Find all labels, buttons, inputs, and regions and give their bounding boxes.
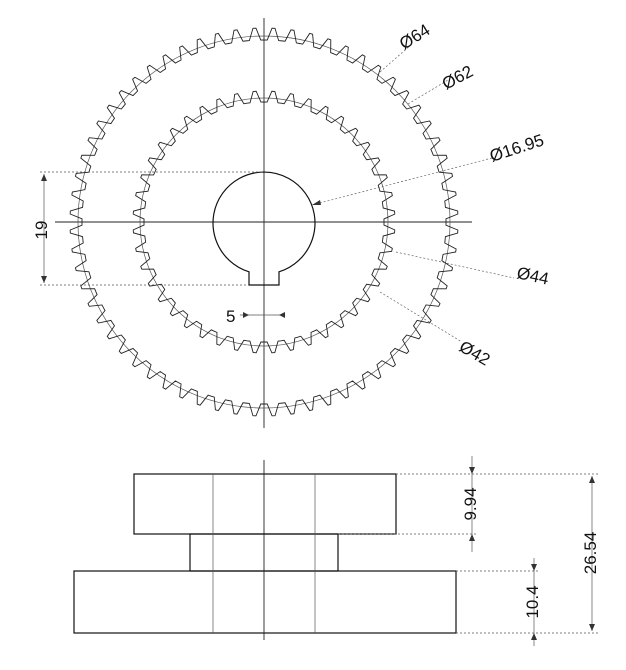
outer-gear-teeth — [69, 27, 459, 417]
dim-key-width: 5 — [226, 307, 235, 326]
key-height-dimension: 19 — [32, 171, 264, 286]
total-height-dimension: 26.54 — [581, 476, 600, 631]
small-gear-height-dimension: 9.94 — [461, 456, 480, 552]
small-gear-body — [133, 473, 397, 535]
front-view: 19 5 Ø64 Ø62 Ø16.95 Ø44 — [32, 18, 551, 428]
inner-root-diameter-callout: Ø42 — [379, 291, 493, 370]
inner-gear — [132, 90, 396, 354]
key-width-dimension: 5 — [226, 307, 285, 326]
dim-outer-root-diameter: Ø62 — [439, 62, 476, 94]
dim-large-gear-height: 10.4 — [523, 585, 542, 618]
dim-outer-tip-diameter: Ø64 — [396, 20, 433, 53]
outer-gear-root-circle — [77, 35, 451, 409]
outer-tip-diameter-callout: Ø64 — [379, 20, 433, 73]
large-gear-height-dimension: 10.4 — [523, 558, 542, 646]
dim-small-gear-height: 9.94 — [461, 487, 480, 520]
side-view: 9.94 10.4 26.54 — [73, 456, 600, 646]
bore-diameter-callout: Ø16.95 — [311, 131, 546, 206]
dim-inner-root-diameter: Ø42 — [456, 337, 493, 370]
outer-gear — [69, 27, 459, 417]
bore-with-keyway — [212, 171, 316, 286]
inner-gear-teeth — [132, 90, 396, 354]
dim-total-height: 26.54 — [581, 532, 600, 575]
large-gear-body — [73, 570, 457, 634]
inner-tip-diameter-callout: Ø44 — [395, 251, 551, 289]
inner-gear-root-circle — [139, 97, 389, 347]
outer-root-diameter-callout: Ø62 — [407, 62, 476, 105]
dim-inner-tip-diameter: Ø44 — [515, 263, 550, 288]
dim-bore-diameter: Ø16.95 — [487, 131, 546, 166]
dim-key-height: 19 — [32, 221, 51, 240]
